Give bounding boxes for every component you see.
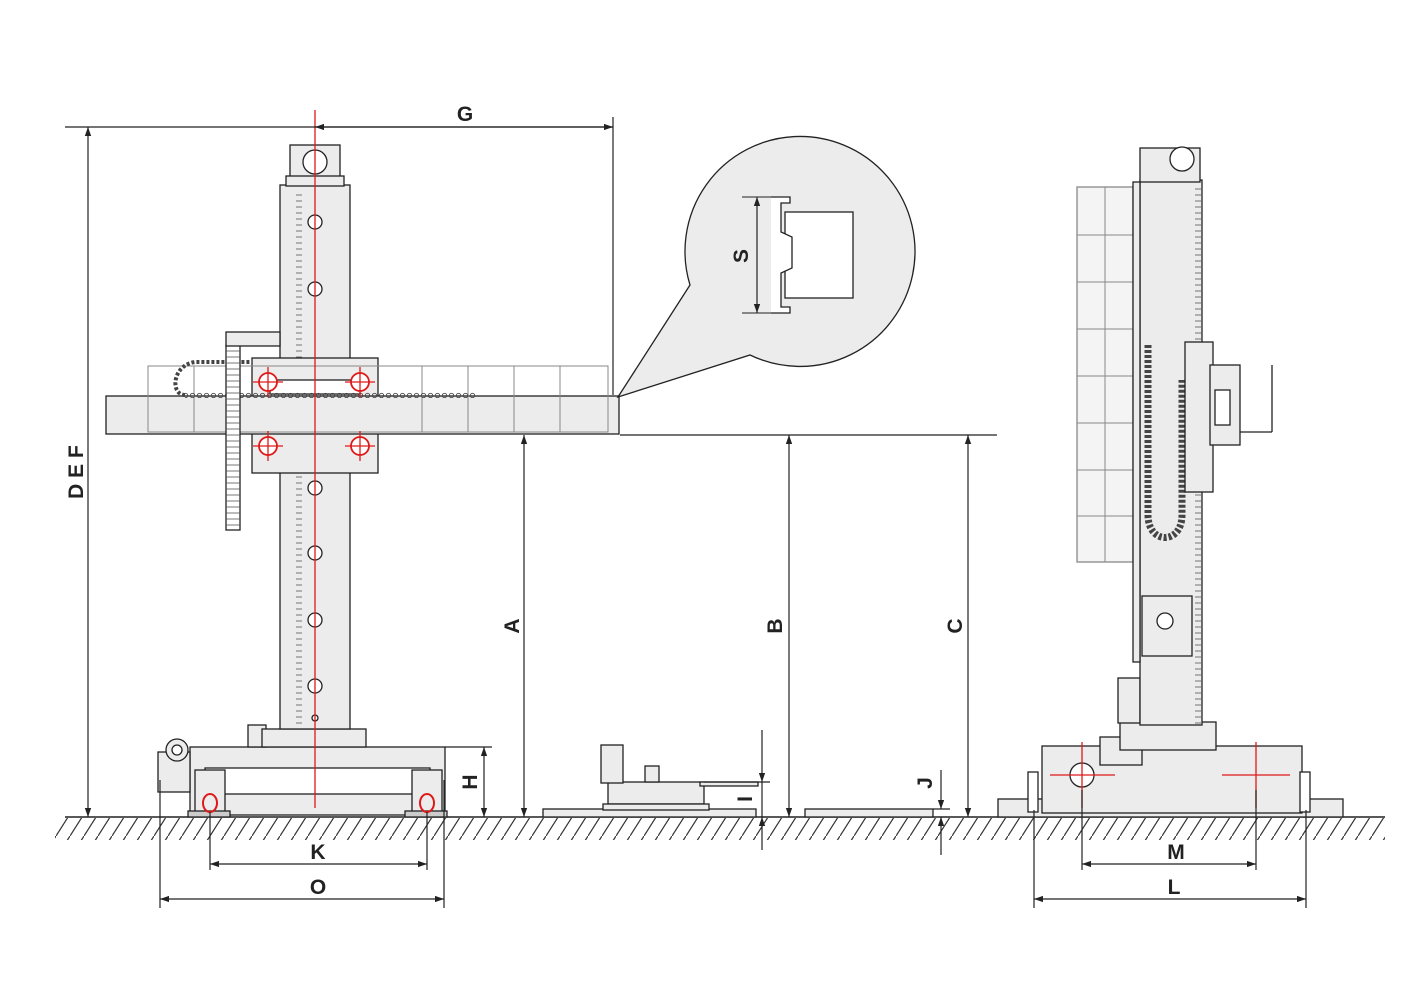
wheel-bracket-left [194,769,226,816]
rail-track-view [542,744,934,818]
label-l: L [1168,876,1181,899]
rail-motor [600,744,624,784]
ground [55,816,1385,840]
boom [105,395,620,435]
label-b: B [764,618,787,633]
label-k: K [310,841,325,864]
dimension-labels: G D E F S A B C H I J K O M L [65,103,1185,899]
side-view [997,146,1344,818]
drag-chain [185,392,475,398]
base-rail [204,767,431,795]
detail-callout [616,135,916,399]
label-s: S [730,249,753,263]
label-o: O [310,876,326,899]
label-j: J [914,777,937,789]
boom-workpiece-outline [147,365,609,433]
label-a: A [501,618,524,633]
centerlines [253,110,375,808]
label-m: M [1167,841,1185,864]
label-i: I [734,796,757,802]
label-g: G [457,103,473,126]
rail-section [784,211,854,299]
rail-base-2 [804,808,934,818]
rail-cart [607,781,705,805]
dimension-lines [65,117,1307,908]
side-boom-carriage [1184,341,1214,493]
wheel-bracket-right [411,769,443,816]
label-c: C [944,618,967,633]
front-view [105,144,620,818]
label-def: D E F [65,445,88,499]
label-h: H [459,774,482,789]
